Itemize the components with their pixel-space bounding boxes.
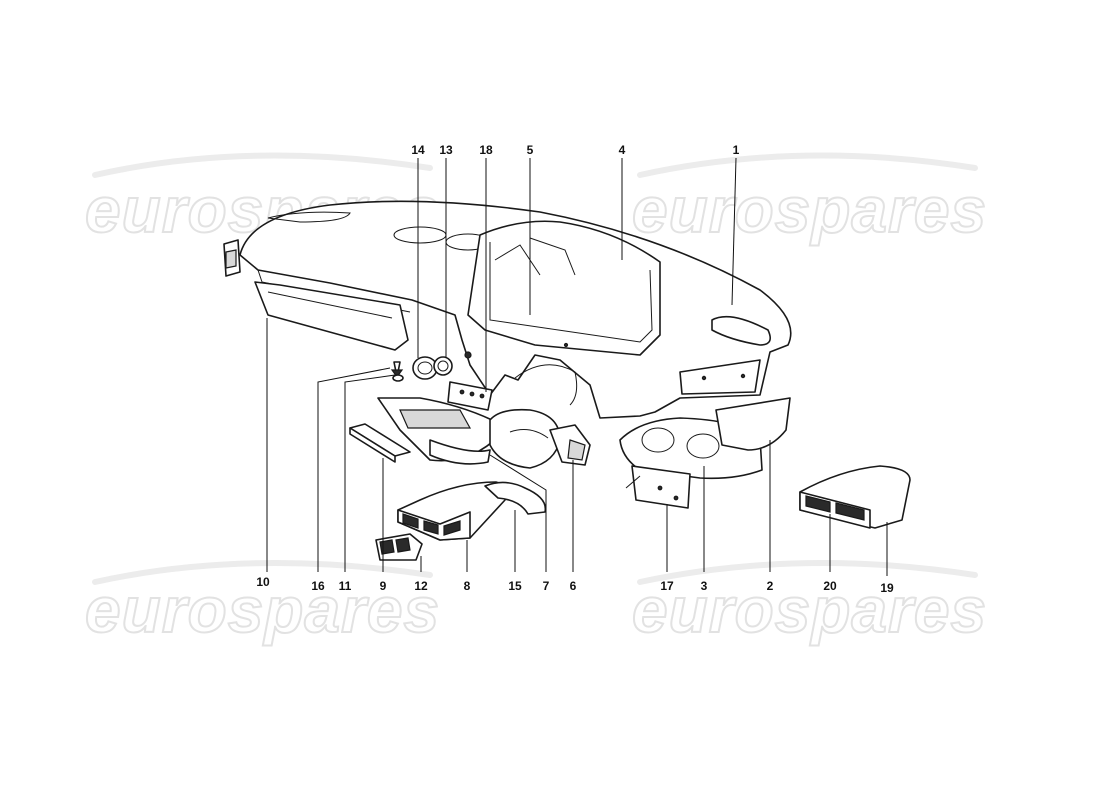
callout-4: 4 [619,143,626,157]
callout-10: 10 [256,575,270,589]
callout-1: 1 [733,143,740,157]
callout-2: 2 [767,579,774,593]
callout-17: 17 [660,579,674,593]
mounting-bracket [625,465,691,509]
switch-plate [447,381,493,411]
watermark-bottom-right: eurospares [632,574,987,646]
callout-labels: 1 2 3 4 5 6 7 8 9 10 11 12 13 14 15 16 1… [256,143,894,595]
glove-box-panel [254,281,409,351]
watermark-top-right: eurospares [632,174,987,246]
callout-14: 14 [411,143,425,157]
callout-19: 19 [880,581,894,595]
console-surround [377,397,501,465]
leader-lines [266,157,888,576]
side-bracket [223,239,241,277]
side-panel [715,397,791,451]
callout-7: 7 [543,579,550,593]
callout-12: 12 [414,579,428,593]
fastener-11 [392,374,404,382]
callout-6: 6 [570,579,577,593]
switch-block [375,533,423,561]
air-duct-right [799,465,911,529]
dashboard-shell [239,200,792,419]
column-shroud [489,408,591,469]
callout-18: 18 [479,143,493,157]
air-duct-left [397,481,508,541]
fastener-16 [390,361,404,379]
callout-3: 3 [701,579,708,593]
knob-14 [412,356,438,380]
callout-13: 13 [439,143,453,157]
callout-5: 5 [527,143,534,157]
flexible-hose [484,481,547,515]
ashtray-lid [349,423,411,463]
callout-11: 11 [339,579,352,593]
callout-8: 8 [464,579,471,593]
callout-16: 16 [311,579,325,593]
watermark-group: eurospares eurospares eurospares eurospa… [84,152,987,647]
callout-20: 20 [823,579,837,593]
knob-13 [433,356,453,376]
callout-9: 9 [380,579,387,593]
callout-15: 15 [508,579,522,593]
watermark-bottom-left: eurospares [85,574,440,646]
